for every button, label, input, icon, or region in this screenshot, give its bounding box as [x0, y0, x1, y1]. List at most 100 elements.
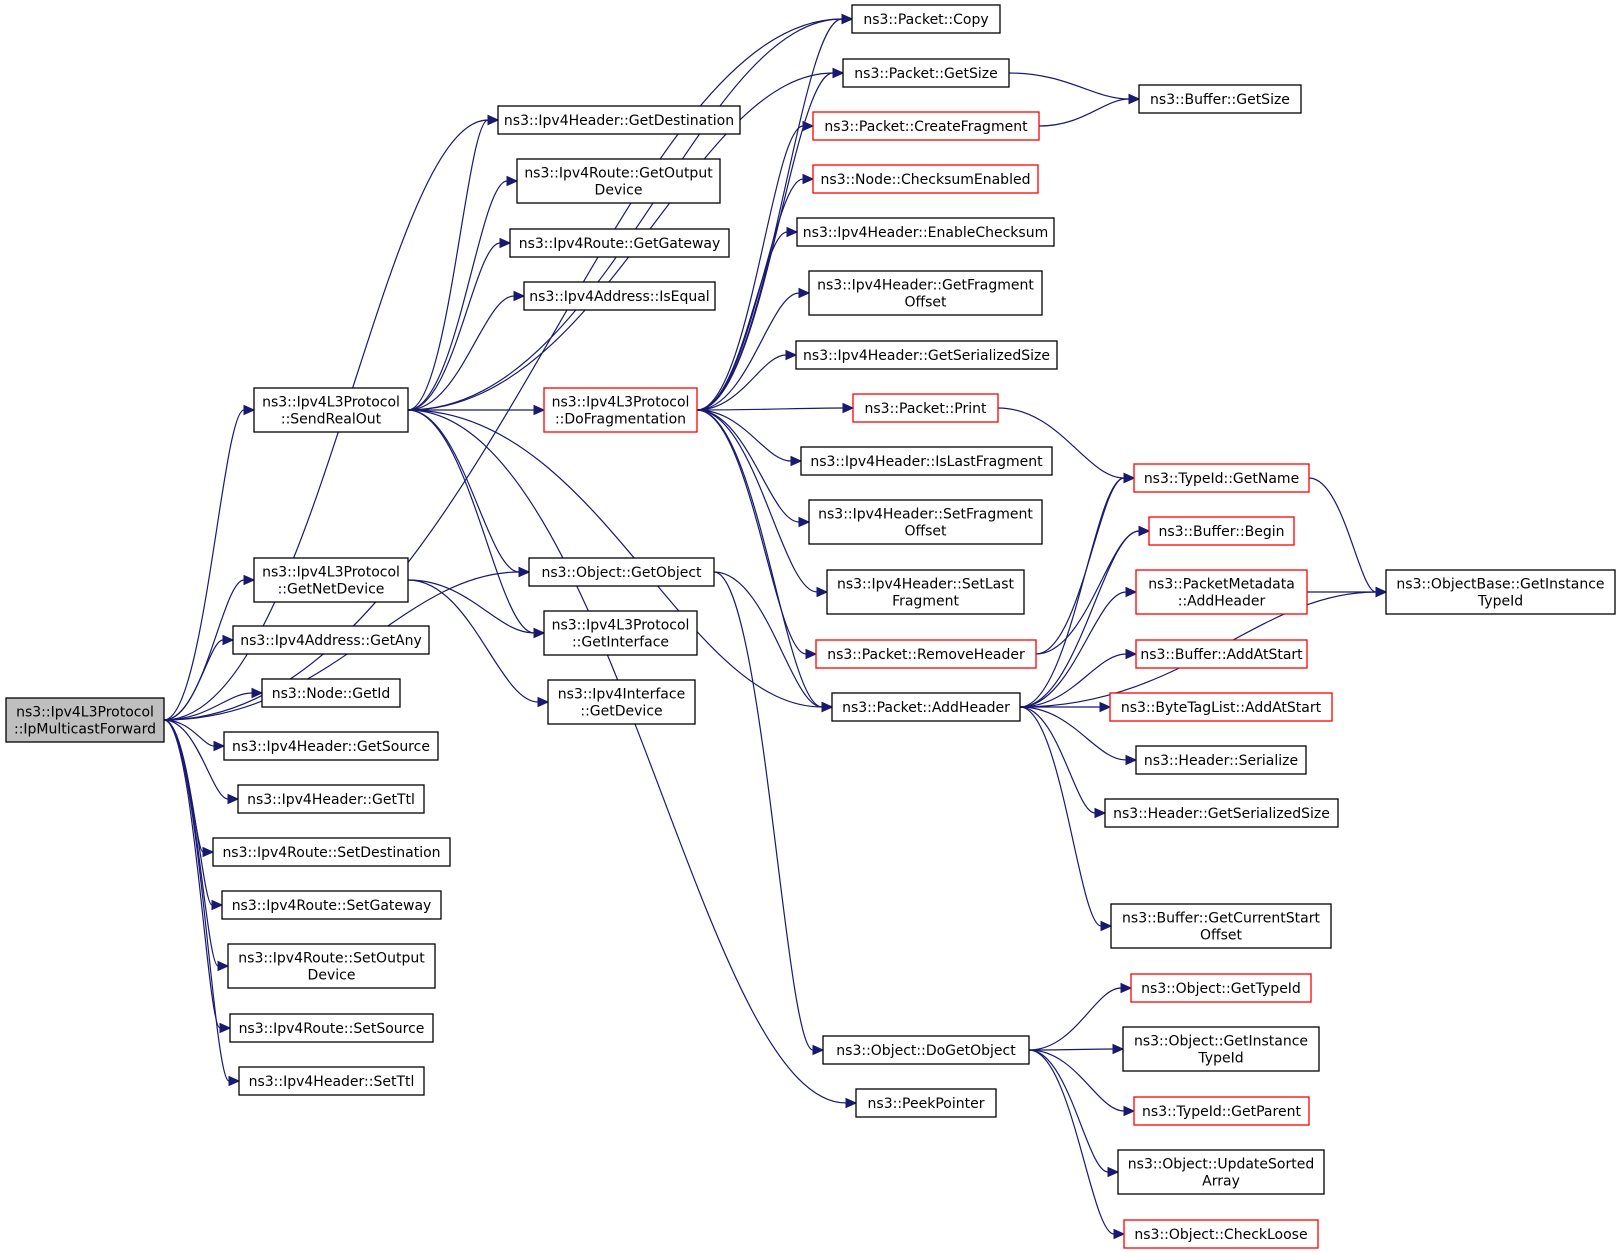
node-route_setgw[interactable]: ns3::Ipv4Route::SetGateway [221, 890, 442, 920]
node-hdr_islastfrag[interactable]: ns3::Ipv4Header::IsLastFragment [800, 446, 1053, 476]
node-label: ns3::Packet::AddHeader [842, 700, 1010, 716]
node-route_getgw[interactable]: ns3::Ipv4Route::GetGateway [509, 228, 730, 258]
node-sendrealout[interactable]: ns3::Ipv4L3Protocol::SendRealOut [253, 387, 409, 433]
edge-root-to-hdr_getttl [163, 719, 229, 800]
node-box [800, 446, 1053, 476]
node-typeid_getparent[interactable]: ns3::TypeId::GetParent [1133, 1096, 1310, 1126]
node-node_getid[interactable]: ns3::Node::GetId [261, 678, 401, 708]
node-obj_checkloose[interactable]: ns3::Object::CheckLoose [1123, 1219, 1319, 1249]
node-node_checksum[interactable]: ns3::Node::ChecksumEnabled [812, 164, 1039, 194]
node-label: ns3::ObjectBase::GetInstance [1396, 577, 1604, 593]
node-label: ::SendRealOut [281, 412, 382, 428]
arrowhead-icon [518, 566, 531, 578]
node-addr_getany[interactable]: ns3::Ipv4Address::GetAny [232, 625, 430, 655]
node-hdr_getsource[interactable]: ns3::Ipv4Header::GetSource [223, 731, 439, 761]
arrowhead-icon [845, 1097, 858, 1109]
node-box [497, 105, 741, 135]
edge-root-to-getnetdevice [163, 579, 245, 721]
arrowhead-icon [1112, 1043, 1125, 1055]
node-box [516, 158, 721, 204]
node-label: ns3::Node::GetId [272, 686, 390, 702]
node-route_setdest[interactable]: ns3::Ipv4Route::SetDestination [212, 837, 451, 867]
node-getinterface[interactable]: ns3::Ipv4L3Protocol::GetInterface [543, 610, 698, 656]
node-hdr_getttl[interactable]: ns3::Ipv4Header::GetTtl [237, 784, 425, 814]
arrowhead-icon [802, 173, 815, 185]
arrowhead-icon [506, 175, 519, 187]
edge-root-to-pkt_copy [163, 18, 843, 721]
node-pkt_getsize[interactable]: ns3::Packet::GetSize [842, 58, 1010, 88]
node-obj_gettypeid[interactable]: ns3::Object::GetTypeId [1130, 973, 1312, 1003]
arrowhead-icon [222, 634, 235, 646]
node-label: ns3::Ipv4Address::GetAny [240, 633, 422, 649]
node-box [795, 340, 1058, 370]
node-box [1385, 569, 1616, 615]
arrowhead-icon [1113, 1228, 1126, 1240]
node-label: Offset [1200, 928, 1243, 944]
node-box [238, 1066, 425, 1096]
node-addr_isequal[interactable]: ns3::Ipv4Address::IsEqual [523, 281, 716, 311]
node-box [1122, 1026, 1320, 1072]
node-hdr_getdest[interactable]: ns3::Ipv4Header::GetDestination [497, 105, 741, 135]
arrowhead-icon [243, 574, 256, 586]
node-label: ns3::Node::ChecksumEnabled [821, 172, 1031, 188]
node-pkt_addheader[interactable]: ns3::Packet::AddHeader [831, 692, 1021, 722]
node-label: TypeId [1477, 594, 1523, 610]
arrowhead-icon [211, 899, 224, 911]
node-dofrag[interactable]: ns3::Ipv4L3Protocol::DoFragmentation [543, 387, 698, 433]
node-hdr_enablechecksum[interactable]: ns3::Ipv4Header::EnableChecksum [796, 217, 1055, 247]
node-hdr_getsersize[interactable]: ns3::Ipv4Header::GetSerializedSize [795, 340, 1058, 370]
edge-root-to-hdr_getsource [163, 719, 215, 747]
node-buf_begin[interactable]: ns3::Buffer::Begin [1148, 516, 1295, 546]
node-bytetag_addatstart[interactable]: ns3::ByteTagList::AddAtStart [1109, 692, 1333, 722]
node-pkt_createfrag[interactable]: ns3::Packet::CreateFragment [812, 111, 1040, 141]
node-buf_addatstart[interactable]: ns3::Buffer::AddAtStart [1135, 639, 1308, 669]
node-getnetdevice[interactable]: ns3::Ipv4L3Protocol::GetNetDevice [253, 557, 409, 603]
arrowhead-icon [816, 586, 829, 598]
node-label: ns3::Ipv4Header::SetFragment [818, 507, 1033, 523]
edge-pkt_addheader-to-header_getsersize [1019, 706, 1096, 814]
node-label: ns3::Ipv4Header::EnableChecksum [803, 225, 1048, 241]
node-obj_dogetobject[interactable]: ns3::Object::DoGetObject [822, 1035, 1030, 1065]
node-label: Fragment [892, 594, 959, 610]
node-header_serialize[interactable]: ns3::Header::Serialize [1135, 745, 1307, 775]
node-label: ns3::Ipv4Header::GetFragment [817, 278, 1034, 294]
node-iface_getdevice[interactable]: ns3::Ipv4Interface::GetDevice [547, 679, 696, 725]
node-label: ns3::Object::UpdateSorted [1128, 1157, 1314, 1173]
node-label: ns3::Object::DoGetObject [836, 1043, 1016, 1059]
node-root[interactable]: ns3::Ipv4L3Protocol::IpMulticastForward [5, 697, 165, 743]
node-header_getsersize[interactable]: ns3::Header::GetSerializedSize [1104, 798, 1339, 828]
edge-pkt_addheader-to-buf_begin [1019, 530, 1140, 708]
node-label: ns3::Ipv4Header::GetSource [232, 739, 430, 755]
node-typeid_getname[interactable]: ns3::TypeId::GetName [1133, 463, 1310, 493]
edge-dofrag-to-pkt_print [696, 407, 844, 411]
node-pkt_copy[interactable]: ns3::Packet::Copy [851, 4, 1001, 34]
node-peekpointer[interactable]: ns3::PeekPointer [855, 1088, 997, 1118]
node-pkt_removeheader[interactable]: ns3::Packet::RemoveHeader [815, 639, 1037, 669]
node-label: ns3::Ipv4L3Protocol [552, 618, 690, 634]
node-hdr_setttl[interactable]: ns3::Ipv4Header::SetTtl [238, 1066, 425, 1096]
arrowhead-icon [1123, 472, 1136, 484]
node-label: ns3::Buffer::GetSize [1150, 92, 1290, 108]
node-label: ns3::PeekPointer [868, 1096, 985, 1112]
node-pktmeta_addheader[interactable]: ns3::PacketMetadata::AddHeader [1135, 569, 1308, 615]
node-route_setsource[interactable]: ns3::Ipv4Route::SetSource [229, 1013, 434, 1043]
node-label: ::GetInterface [572, 635, 669, 651]
node-label: ns3::Ipv4Header::GetTtl [247, 792, 415, 808]
node-buf_getsize[interactable]: ns3::Buffer::GetSize [1138, 84, 1302, 114]
node-box [523, 281, 716, 311]
node-pkt_print[interactable]: ns3::Packet::Print [852, 393, 999, 423]
node-box [229, 1013, 434, 1043]
node-obj_getobject[interactable]: ns3::Object::GetObject [528, 557, 715, 587]
node-box [1135, 639, 1308, 669]
arrowhead-icon [798, 287, 811, 299]
